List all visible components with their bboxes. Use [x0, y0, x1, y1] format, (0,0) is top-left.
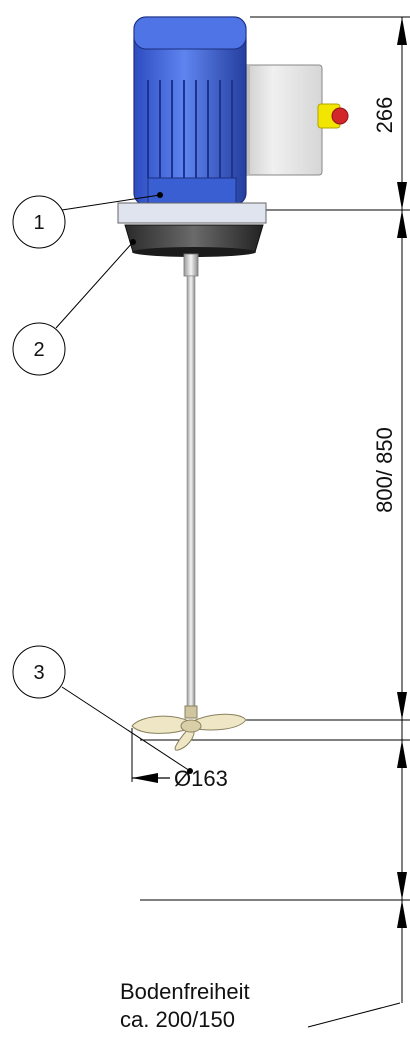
- callout-2-label: 2: [33, 339, 44, 361]
- callout-3-label: 3: [33, 662, 44, 684]
- note-line-2: ca. 200/150: [120, 1007, 235, 1032]
- callout-1-label: 1: [33, 212, 44, 234]
- note-leader: [307, 1002, 401, 1028]
- callout-3: 3: [12, 645, 193, 774]
- dimension-arrows: [397, 17, 407, 928]
- motor: [133, 16, 349, 206]
- switch-icon: [317, 103, 349, 129]
- callout-2: 2: [12, 239, 136, 376]
- dim-motor-height: 266: [372, 97, 397, 134]
- dim-impeller-diameter: Ø163: [174, 766, 228, 791]
- callout-1: 1: [12, 192, 163, 249]
- impeller: [131, 713, 247, 751]
- mounting-flange: [117, 202, 267, 257]
- dim-shaft-length: 800/ 850: [372, 427, 397, 513]
- diameter-dimension: [131, 728, 170, 783]
- cooling-fins: [147, 80, 233, 178]
- terminal-box: [239, 64, 323, 176]
- note-line-1: Bodenfreiheit: [120, 979, 250, 1004]
- shaft: [183, 253, 199, 719]
